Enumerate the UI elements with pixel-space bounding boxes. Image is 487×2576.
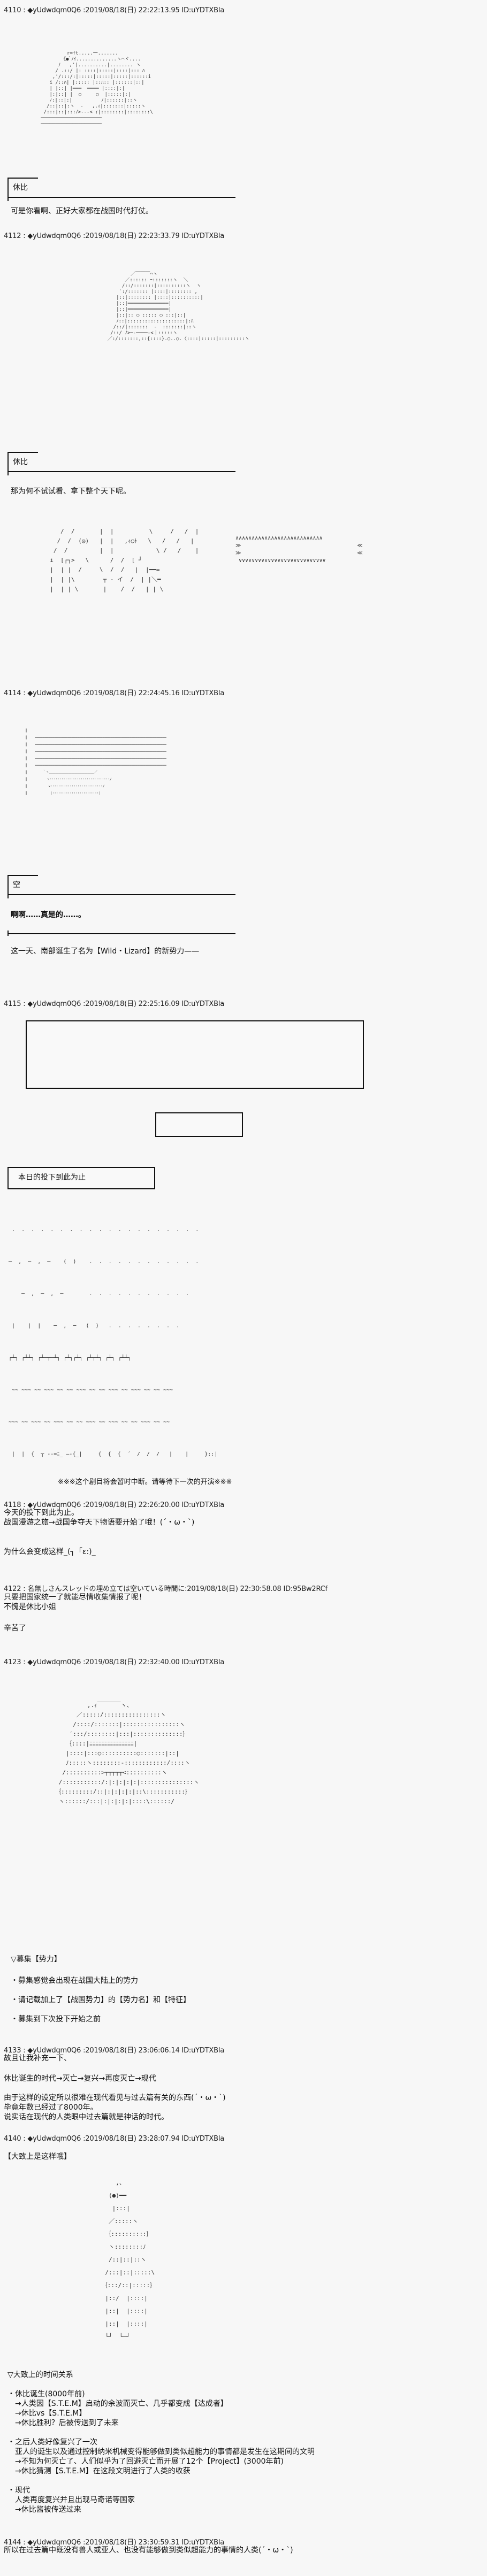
post-line: 由于这样的设定所以很难在现代看见与过去篇有关的东西(´・ω・`) xyxy=(4,2094,226,2102)
timeline-line: →休比vs【S.T.E.M】 xyxy=(7,2409,87,2418)
timeline-line: ・现代 xyxy=(7,2486,30,2495)
timeline-list: ・休比诞生(8000年前) →人类因【S.T.E.M】启动的余波而灭亡、几乎都变… xyxy=(7,2389,315,2515)
post-header: 4115 : ◆yUdwdqm0Q6 :2019/08/18(日) 22:25:… xyxy=(4,1000,225,1008)
timeline-line: →休比胜利？后被传送到了未来 xyxy=(7,2419,119,2427)
empty-frame xyxy=(26,1020,364,1089)
speaker-name: 休比 xyxy=(13,183,28,192)
post-header: 4112 : ◆yUdwdqm0Q6 :2019/08/18(日) 22:23:… xyxy=(4,232,225,240)
post-header: 4114 : ◆yUdwdqm0Q6 :2019/08/18(日) 22:24:… xyxy=(4,689,225,697)
recruit-item: ・募集感觉会出现在战国大陆上的势力 xyxy=(11,1977,138,1985)
interruption-notice: ※※※这个剧目将会暂时中断。请等待下一次的开演※※※ xyxy=(58,1478,232,1486)
speaker-underline xyxy=(7,197,235,198)
post-line: 为什么会变成这样_(┐「ε:)_ xyxy=(4,1548,96,1556)
post-line: 说实话在现代的人类眼中过去篇就是神话的时代。 xyxy=(4,2113,169,2121)
timeline-line xyxy=(7,2428,315,2437)
ascii-art-character: ,、 (●)━━ |:::| ／:::::ヽ ｛::::::::::｝ ヽ:::… xyxy=(101,2179,156,2340)
recruit-item: ・请记载加上了【战国势力】的【势力名】和【特征】 xyxy=(11,1996,191,2004)
post-header: 4110 : ◆yUdwdqm0Q6 :2019/08/18(日) 22:22:… xyxy=(4,6,225,14)
speaker-corner xyxy=(7,178,38,179)
dialogue-line: 可是你看啊、正好大家都在战国时代打仗。 xyxy=(11,207,153,216)
post-line: 战国漫游之旅→战国争夺天下物语要开始了哦！(´・ω・`) xyxy=(4,1518,195,1527)
narration-line: 这一天、南部诞生了名为【Wild・Lizard】的新势力—— xyxy=(11,947,200,956)
divider xyxy=(7,933,235,934)
speaker-bar xyxy=(7,452,9,475)
ascii-art-scene: ║ ║ ━━━━━━━━━━━━━━━━━━━━━━━━━━━━━━━━━━━━… xyxy=(25,729,166,795)
ascii-art-character: ,.ｨ￣￣￣￣ヽ、 ／:::::/::::::::::::::::ヽ /::::… xyxy=(55,1702,200,1805)
post-line: 所以在过去篇中既没有兽人或亚人、也没有能够做到类似超能力的事情的人类(´・ω・`… xyxy=(4,2546,293,2555)
post-header: 4140 : ◆yUdwdqm0Q6 :2019/08/18(日) 23:28:… xyxy=(4,2135,225,2143)
recruit-title: ▽募集【势力】 xyxy=(11,1955,62,1964)
timeline-line: 亚人的诞生以及通过控制纳米机械变得能够做到类似超能力的事情都是发生在这期间的文明 xyxy=(7,2448,315,2456)
recruit-item: ・募集到下次投下开始之前 xyxy=(11,2015,101,2024)
timeline-line: 人类再度复兴并且出现马奇诺等国家 xyxy=(7,2496,135,2504)
post-line: 只要把国家统一了就能尽情收集情报了呢！ xyxy=(4,1593,146,1602)
speaker-corner xyxy=(7,875,38,876)
post-line: 毕竟年数已经过了8000年。 xyxy=(4,2103,98,2112)
dialogue-line: 那为何不试试看、拿下整个天下呢。 xyxy=(11,487,131,496)
timeline-title: ▽大致上的时间关系 xyxy=(7,2371,73,2379)
empty-frame-small xyxy=(155,1112,243,1137)
timeline-line xyxy=(7,2476,315,2486)
ascii-art-shout-bubble: ∧∧∧∧∧∧∧∧∧∧∧∧∧∧∧∧∧∧∧∧∧∧∧∧∧∧∧ ≫ ≪ ≫ ≪ ∨∨∨∨… xyxy=(235,535,363,564)
timeline-line: →休比酱被传送过来 xyxy=(7,2505,81,2514)
post-header: 4133 : ◆yUdwdqm0Q6 :2019/08/18(日) 23:06:… xyxy=(4,2047,225,2055)
end-notice-box: 本日的投下到此为止 xyxy=(7,1167,155,1189)
post-line: 休比诞生的时代→灭亡→复兴→再度灭亡→现代 xyxy=(4,2074,156,2083)
timeline-line: ・之后人类好像复兴了一次 xyxy=(7,2438,97,2447)
post-line: 【大致上是这样哦】 xyxy=(4,2152,71,2161)
speaker-name: 休比 xyxy=(13,458,28,466)
speaker-bar xyxy=(7,178,9,201)
ascii-art-character: r=ft.....一....... 《●ﾞﾉｲ..............ヽ⌒ヾ… xyxy=(41,51,153,127)
timeline-line: →不知为何灭亡了、人们似乎为了回避灭亡而开展了12个【Project】(3000… xyxy=(7,2457,284,2466)
post-header: 4123 : ◆yUdwdqm0Q6 :2019/08/18(日) 22:32:… xyxy=(4,1658,225,1666)
post-line: 故且让我补充一下、 xyxy=(4,2054,71,2063)
ascii-art-character: ／￣￣￣⌒ヽ ／:::::: ｰ:::::::ヽ ＼ /::/:::::::|:… xyxy=(107,272,250,342)
ascii-art-landscape: . . . . . . . . . . . . . . . . . . . . … xyxy=(9,1227,218,1457)
post-header: 4118 : ◆yUdwdqm0Q6 :2019/08/18(日) 22:26:… xyxy=(4,1501,225,1509)
timeline-line: →人类因【S.T.E.M】启动的余波而灭亡、几乎都变成【达成者】 xyxy=(7,2400,228,2408)
speaker-underline xyxy=(7,894,235,895)
post-line: 不愧是休比小姐 xyxy=(4,1603,56,1611)
post-header: 4122 : 名無しさんスレッドの埋め立ては空いている時間に:2019/08/1… xyxy=(4,1585,328,1593)
speaker-corner xyxy=(7,452,38,453)
post-line: 辛苦了 xyxy=(4,1624,26,1633)
timeline-line: →休比猜测【S.T.E.M】在这段文明进行了人类的收获 xyxy=(7,2467,191,2475)
dialogue-line: 啊啊……真是的……。 xyxy=(11,911,86,919)
ascii-art-closeup: / / | | \ / / | / / (◎) | | ,ｨ○ﾄ \ / / |… xyxy=(50,528,199,593)
divider-tick xyxy=(7,931,9,936)
post-header: 4144 : ◆yUdwdqm0Q6 :2019/08/18(日) 23:30:… xyxy=(4,2539,225,2547)
timeline-line: ・休比诞生(8000年前) xyxy=(7,2390,85,2398)
speaker-box: 休比 xyxy=(7,452,235,475)
speaker-underline xyxy=(7,471,235,472)
speaker-bar xyxy=(7,875,9,898)
speaker-name: 空 xyxy=(13,881,20,889)
post-line: 今天的投下到此为止。 xyxy=(4,1509,79,1517)
speaker-box: 空 xyxy=(7,875,235,898)
speaker-box: 休比 xyxy=(7,178,235,201)
end-notice-text: 本日的投下到此为止 xyxy=(18,1173,86,1182)
